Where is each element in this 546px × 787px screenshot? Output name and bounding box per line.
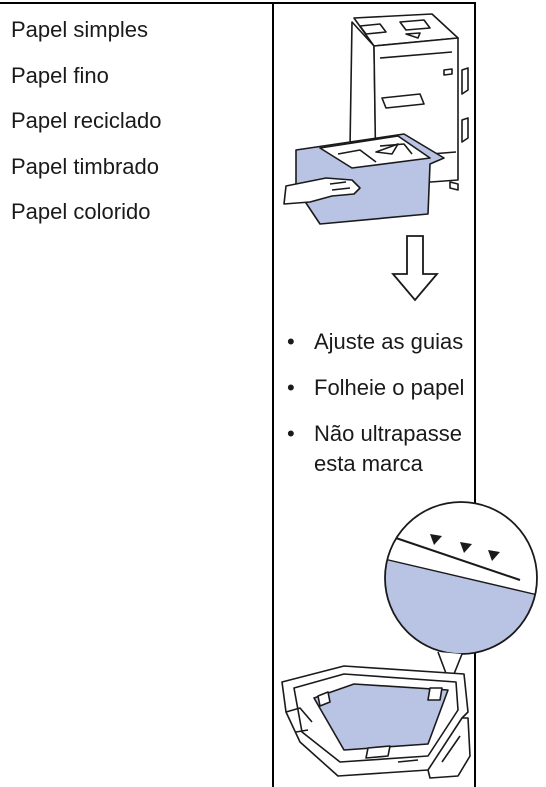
paper-type-item: Papel colorido (11, 199, 151, 224)
instruction-text: Ajuste as guias (314, 329, 464, 354)
table-column-divider (272, 2, 274, 787)
instruction-item: • Ajuste as guias (287, 327, 472, 357)
paper-tray-loaded-icon (281, 665, 471, 779)
table-right-border (474, 2, 476, 787)
paper-type-item: Papel fino (11, 62, 109, 88)
paper-type-item: Papel timbrado (11, 153, 159, 179)
instruction-text: Não ultrapasse esta marca (314, 421, 462, 476)
printer-with-open-tray-icon (283, 13, 469, 225)
paper-type-item: Papel reciclado (11, 108, 162, 133)
paper-type-item: Papel simples (11, 17, 148, 42)
instruction-text: Folheie o papel (314, 375, 465, 400)
bullet-mark: • (287, 375, 295, 400)
paper-type-list: Papel simples Papel fino Papel reciclado… (11, 18, 161, 246)
instruction-list: • Ajuste as guias • Folheie o papel • Nã… (287, 327, 472, 495)
table-top-border (0, 2, 475, 4)
instruction-item: • Não ultrapasse esta marca (287, 419, 472, 479)
max-paper-mark-magnifier-icon (384, 501, 538, 684)
down-arrow-icon (391, 235, 439, 302)
bullet-mark: • (287, 329, 295, 354)
bullet-mark: • (287, 421, 295, 446)
instruction-item: • Folheie o papel (287, 373, 472, 403)
